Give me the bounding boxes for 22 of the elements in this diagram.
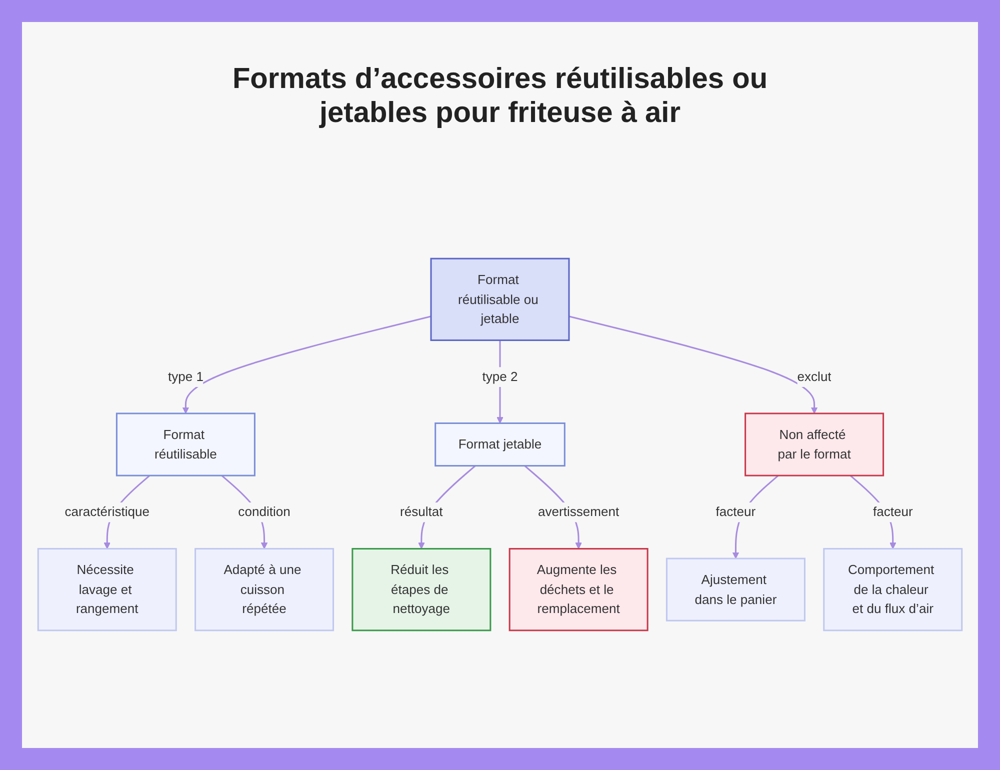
edge-label: exclut [797, 369, 832, 384]
node-box: Ajustement dans le panier [666, 558, 806, 622]
edge-label: condition [238, 504, 290, 520]
edge-label: facteur [872, 504, 913, 520]
edge-label: avertissement [538, 504, 620, 520]
edge-label: type 1 [168, 369, 204, 384]
node-box: Réduit les étapes de nettoyage [352, 548, 492, 632]
node-box: Format réutilisable ou jetable [430, 258, 570, 342]
node-box: Augmente les déchets et le remplacement [508, 548, 648, 632]
arrow [568, 316, 818, 414]
edge-label: facteur [716, 504, 756, 520]
edge-label: type 2 [482, 369, 518, 384]
node-box: Format réutilisable [116, 412, 256, 476]
edge-label: caractéristique [64, 504, 150, 520]
node-box: Format jetable [434, 422, 566, 467]
arrow [182, 316, 432, 414]
node-box: Non affecté par le format [744, 412, 884, 476]
edge-label: résultat [400, 504, 443, 520]
diagram-title: Formats d’accessoires réutilisables ou jetables pour friteuse à air [231, 62, 769, 130]
node-box: Nécessite lavage et rangement [37, 548, 177, 632]
node-box: Comportement de la chaleur et du flux d’air [823, 548, 963, 632]
node-box: Adapté à une cuisson répétée [194, 548, 334, 632]
